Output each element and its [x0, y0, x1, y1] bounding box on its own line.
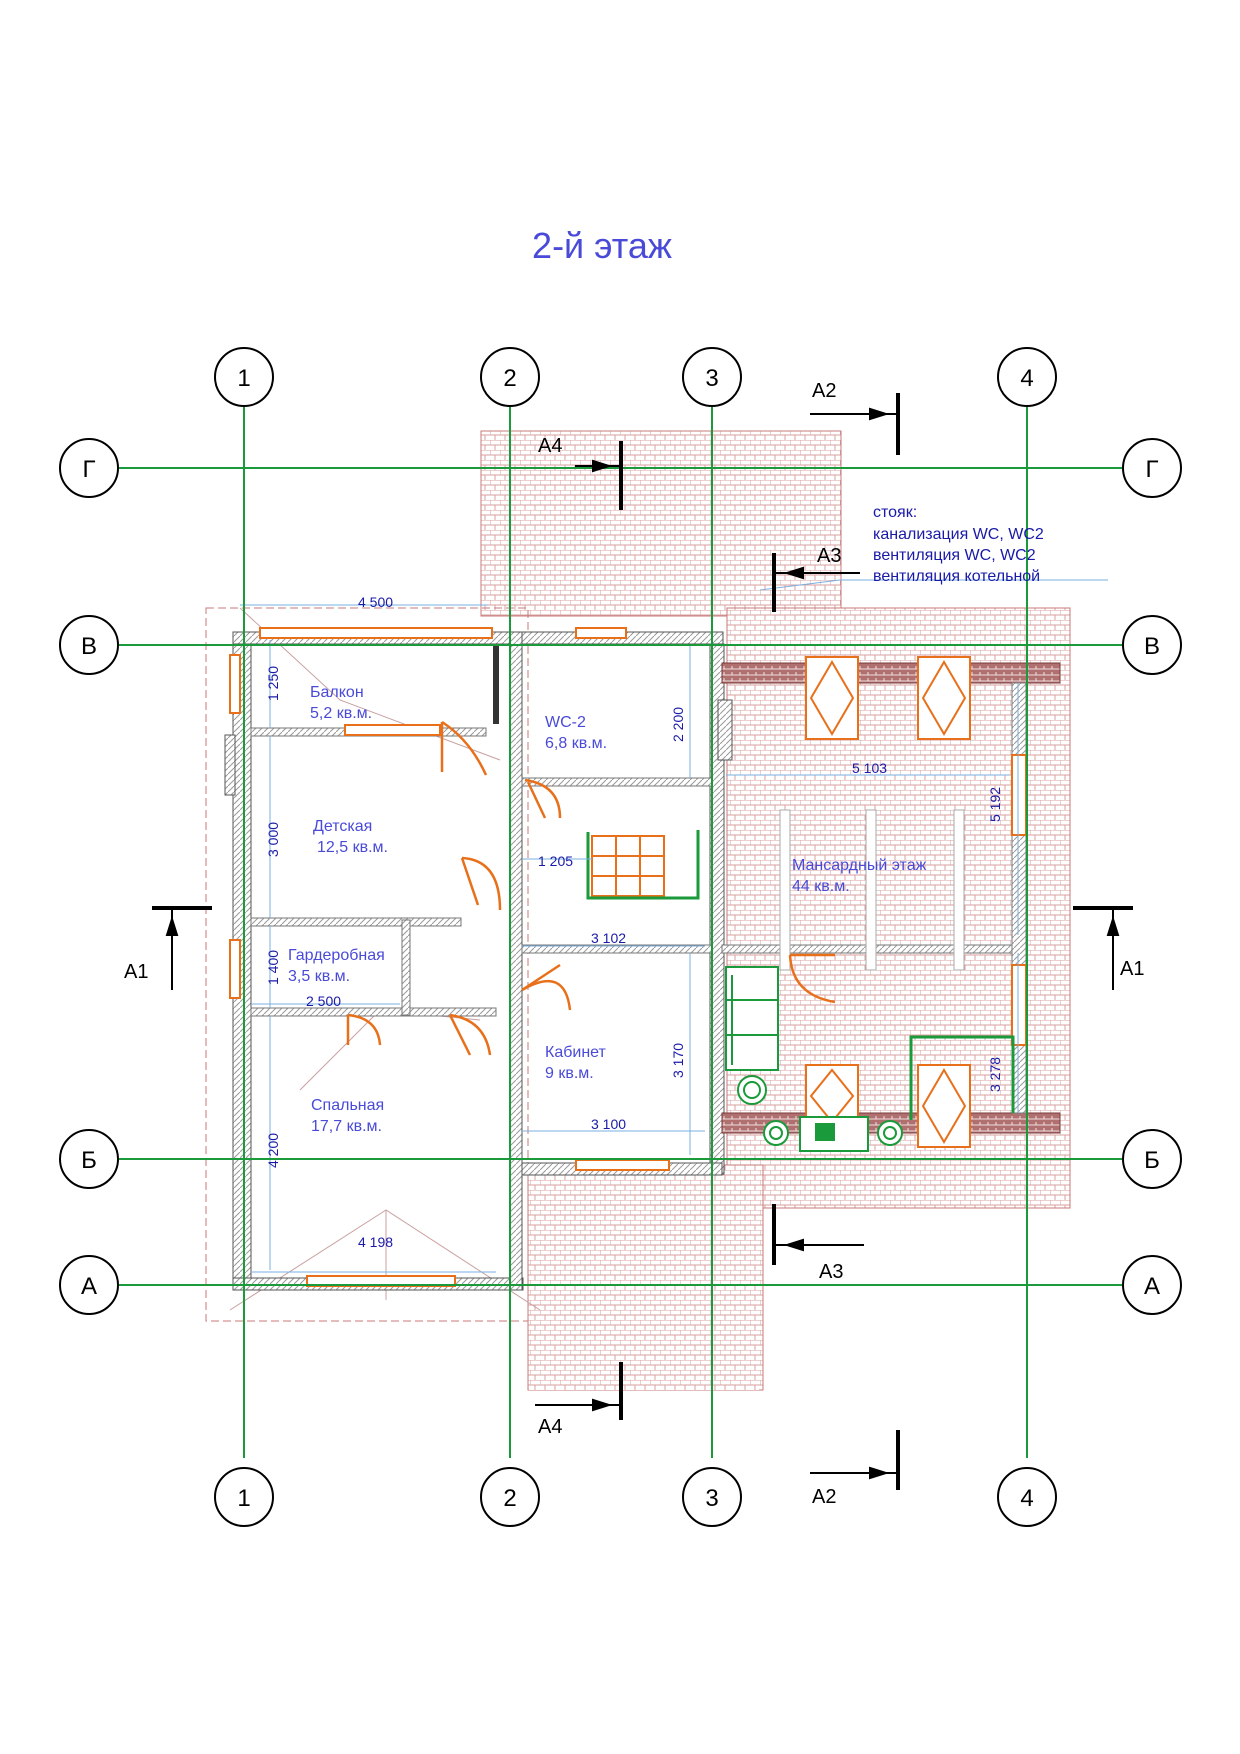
dim-4198: 4 198: [358, 1234, 393, 1250]
dim-4500: 4 500: [358, 594, 393, 610]
grid-label-b-left: Б: [81, 1147, 97, 1174]
dim-3170: 3 170: [670, 1043, 686, 1078]
section-label-a2-top: A2: [812, 380, 836, 402]
dimension-labels: 4 500 1 250 3 000 1 400 2 500 4 200 4 19…: [265, 594, 1003, 1250]
room-kids-area: 12,5 кв.м.: [317, 839, 388, 856]
room-wc2-area: 6,8 кв.м.: [545, 735, 607, 752]
dim-5103: 5 103: [852, 760, 887, 776]
section-label-a3-top: A3: [817, 545, 841, 567]
riser-note-line1: стояк:: [873, 504, 917, 521]
grid-bubbles: 1 2 3 4 1 2 3 4 Г Г В В Б Б А А: [59, 347, 1182, 1527]
grid-label-1-bottom: 1: [237, 1485, 250, 1512]
grid-label-1-top: 1: [237, 365, 250, 392]
room-office-area: 9 кв.м.: [545, 1065, 594, 1082]
section-label-a4-top: A4: [538, 435, 562, 457]
room-kids-name: Детская: [313, 818, 372, 835]
dim-3100: 3 100: [591, 1116, 626, 1132]
grid-label-a-right: А: [1144, 1273, 1160, 1300]
room-labels: Балкон 5,2 кв.м. WC-2 6,8 кв.м. Детская …: [288, 684, 927, 1135]
doors: [346, 720, 836, 1056]
dim-1205: 1 205: [538, 853, 573, 869]
riser-note-line2: канализация WC, WC2: [873, 526, 1044, 543]
grid-label-4-bottom: 4: [1020, 1485, 1033, 1512]
grid-label-3-top: 3: [705, 365, 718, 392]
riser-note-line3: вентиляция WC, WC2: [873, 547, 1036, 564]
grid-label-2-bottom: 2: [503, 1485, 516, 1512]
grid-label-a-left: А: [81, 1273, 97, 1300]
room-wardrobe-name: Гардеробная: [288, 947, 385, 964]
section-label-a4-bottom: A4: [538, 1416, 562, 1438]
section-label-a3-bottom: A3: [819, 1261, 843, 1283]
section-label-a1-left: A1: [124, 961, 148, 983]
dim-2200: 2 200: [670, 707, 686, 742]
grid-lines: [118, 406, 1125, 1458]
section-markers: [152, 393, 1133, 1490]
grid-label-b-right: Б: [1144, 1147, 1160, 1174]
dim-4200: 4 200: [265, 1133, 281, 1168]
section-label-a2-bottom: A2: [812, 1486, 836, 1508]
grid-label-2-top: 2: [503, 365, 516, 392]
dimension-lines: [240, 579, 1108, 1273]
grid-label-v-right: В: [1144, 633, 1160, 660]
room-wardrobe-area: 3,5 кв.м.: [288, 968, 350, 985]
room-balcony-name: Балкон: [310, 684, 364, 701]
roof-outline: [205, 607, 529, 1322]
grid-label-g-left: Г: [83, 456, 96, 483]
grid-label-v-left: В: [81, 633, 97, 660]
grid-label-3-bottom: 3: [705, 1485, 718, 1512]
riser-note: стояк: канализация WC, WC2 вентиляция WC…: [873, 504, 1044, 585]
riser-note-line4: вентиляция котельной: [873, 568, 1040, 585]
room-wc2-name: WC-2: [545, 714, 586, 731]
dim-3000: 3 000: [265, 822, 281, 857]
grid-label-g-right: Г: [1146, 456, 1159, 483]
windows: [229, 627, 1027, 1287]
section-label-a1-right: A1: [1120, 958, 1144, 980]
dim-5192: 5 192: [987, 787, 1003, 822]
grid-label-4-top: 4: [1020, 365, 1033, 392]
room-bedroom-area: 17,7 кв.м.: [311, 1118, 382, 1135]
dim-3278: 3 278: [987, 1057, 1003, 1092]
page-title: 2-й этаж: [532, 225, 672, 266]
room-bedroom-name: Спальная: [311, 1097, 384, 1114]
room-balcony-area: 5,2 кв.м.: [310, 705, 372, 722]
dim-1400: 1 400: [265, 950, 281, 985]
shower-tray: [586, 830, 700, 900]
room-attic-name: Мансардный этаж: [792, 857, 927, 874]
dim-1250: 1 250: [265, 666, 281, 701]
room-office-name: Кабинет: [545, 1044, 607, 1061]
attic-furniture: [725, 966, 1015, 1152]
dim-2500: 2 500: [306, 993, 341, 1009]
dim-3102: 3 102: [591, 930, 626, 946]
room-attic-area: 44 кв.м.: [792, 878, 850, 895]
bath-fixture: [591, 835, 665, 897]
